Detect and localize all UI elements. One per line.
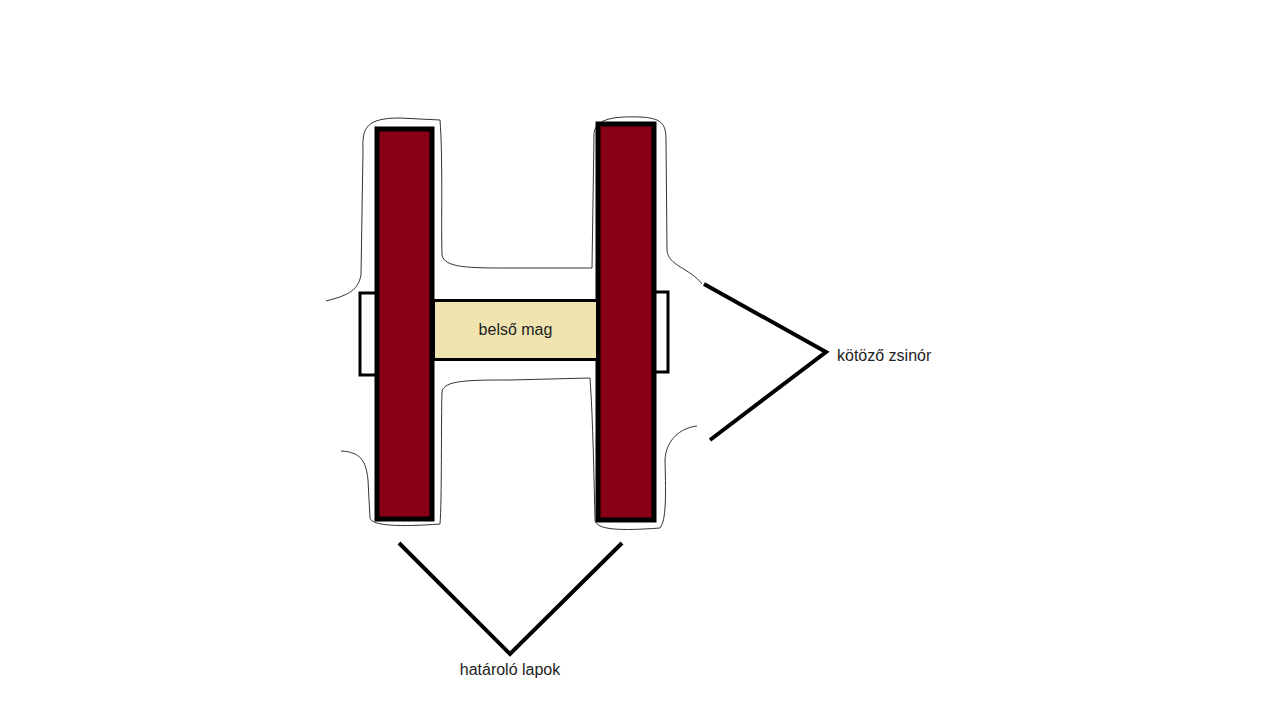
part-label: kötöző zsinór bbox=[837, 347, 931, 365]
core-box: belső mag bbox=[432, 299, 599, 361]
part-label: határoló lapok bbox=[460, 661, 561, 679]
leader-line bbox=[704, 284, 826, 440]
boundary-plate bbox=[598, 124, 654, 520]
leader-line bbox=[399, 543, 622, 654]
boundary-plate bbox=[377, 129, 432, 519]
core-label: belső mag bbox=[479, 321, 553, 339]
